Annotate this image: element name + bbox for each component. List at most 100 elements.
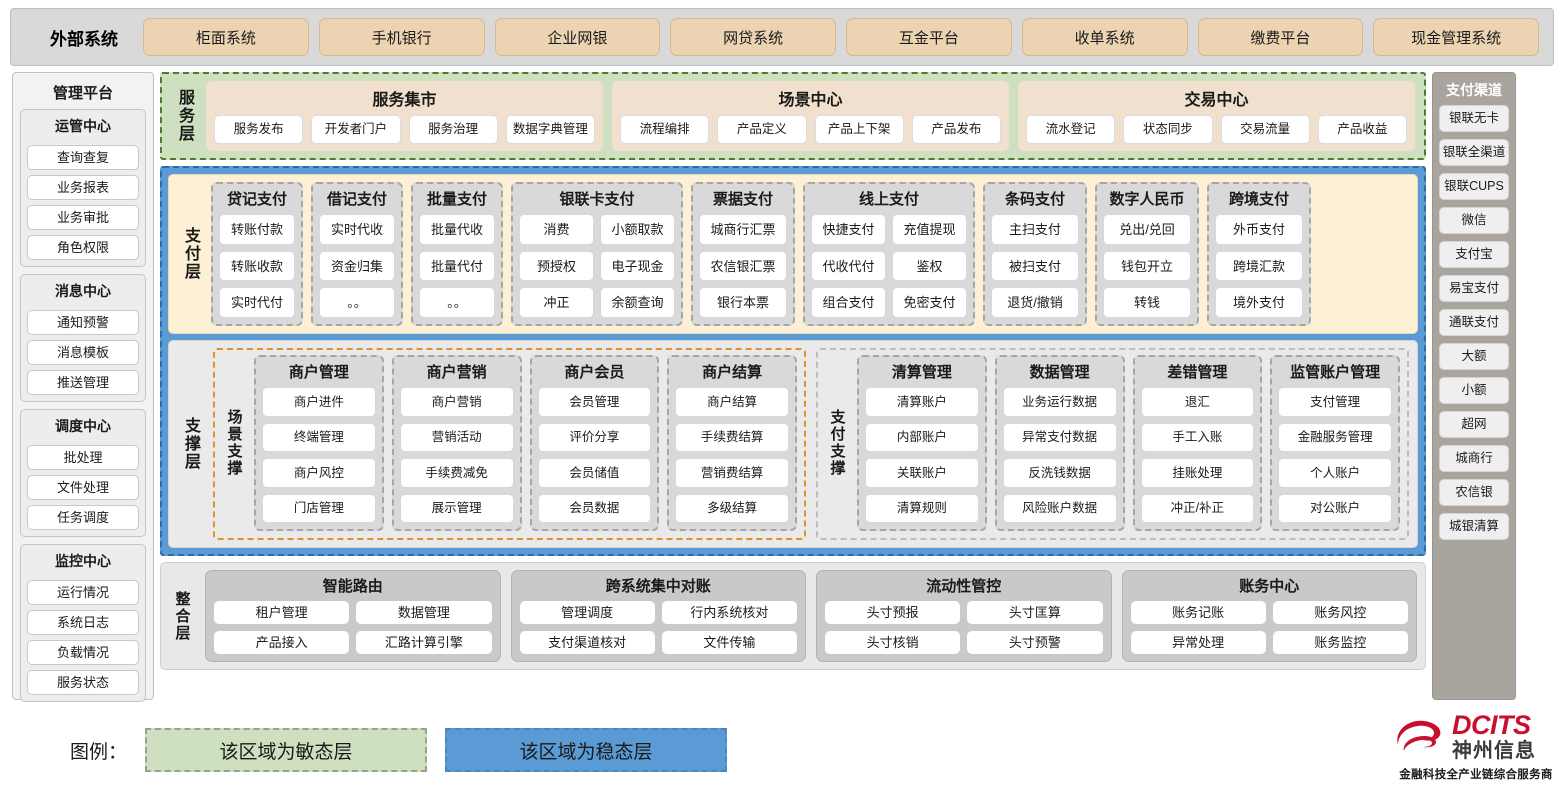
integration-item[interactable]: 数据管理 [356, 601, 492, 624]
service-item[interactable]: 产品上下架 [814, 115, 904, 144]
service-item[interactable]: 产品定义 [717, 115, 807, 144]
payment-item[interactable]: 退货/撤销 [991, 287, 1079, 319]
payment-channel-item[interactable]: 城银清算 [1439, 513, 1509, 540]
payment-item[interactable]: 跨境汇款 [1215, 250, 1303, 282]
external-system-chip[interactable]: 手机银行 [318, 18, 485, 56]
payment-channel-item[interactable]: 小额 [1439, 377, 1509, 404]
payment-item[interactable]: 外币支付 [1215, 214, 1303, 245]
payment-channel-item[interactable]: 银联全渠道 [1439, 139, 1509, 166]
payment-channel-item[interactable]: 支付宝 [1439, 241, 1509, 268]
management-item[interactable]: 角色权限 [27, 235, 139, 260]
payment-channel-item[interactable]: 微信 [1439, 207, 1509, 234]
payment-item[interactable]: 被扫支付 [991, 250, 1079, 282]
support-item[interactable]: 挂账处理 [1140, 458, 1255, 488]
service-item[interactable]: 产品发布 [911, 115, 1001, 144]
support-item[interactable]: 营销活动 [399, 422, 514, 452]
support-item[interactable]: 手续费结算 [675, 422, 789, 452]
payment-item[interactable]: 资金归集 [319, 250, 395, 282]
support-item[interactable]: 内部账户 [865, 422, 979, 452]
payment-item[interactable]: 预授权 [519, 250, 594, 282]
support-item[interactable]: 手工入账 [1140, 422, 1255, 452]
management-item[interactable]: 文件处理 [27, 475, 139, 500]
payment-item[interactable]: 银行本票 [699, 287, 787, 319]
support-item[interactable]: 商户进件 [262, 387, 376, 417]
integration-item[interactable]: 头寸匡算 [967, 601, 1103, 624]
payment-item[interactable]: 主扫支付 [991, 214, 1079, 245]
support-item[interactable]: 清算账户 [865, 387, 979, 417]
payment-channel-item[interactable]: 银联无卡 [1439, 105, 1509, 132]
payment-item[interactable]: 电子现金 [600, 250, 675, 282]
payment-item[interactable]: 免密支付 [892, 287, 967, 319]
payment-item[interactable]: 代收代付 [811, 250, 886, 282]
management-item[interactable]: 服务状态 [27, 670, 139, 695]
support-item[interactable]: 商户结算 [675, 387, 789, 417]
management-item[interactable]: 通知预警 [27, 310, 139, 335]
support-item[interactable]: 商户营销 [399, 387, 514, 417]
management-item[interactable]: 业务报表 [27, 175, 139, 200]
support-item[interactable]: 商户风控 [262, 458, 376, 488]
service-item[interactable]: 服务治理 [408, 115, 498, 144]
integration-item[interactable]: 头寸预报 [825, 601, 961, 624]
payment-item[interactable]: 鉴权 [892, 250, 967, 282]
integration-item[interactable]: 头寸核销 [825, 631, 961, 654]
payment-item[interactable]: 境外支付 [1215, 287, 1303, 319]
payment-channel-item[interactable]: 易宝支付 [1439, 275, 1509, 302]
management-item[interactable]: 系统日志 [27, 610, 139, 635]
payment-item[interactable]: 消费 [519, 214, 594, 245]
support-item[interactable]: 金融服务管理 [1278, 422, 1392, 452]
support-item[interactable]: 风险账户数据 [1002, 493, 1117, 523]
payment-item[interactable]: 余额查询 [600, 287, 675, 319]
payment-channel-item[interactable]: 城商行 [1439, 445, 1509, 472]
external-system-chip[interactable]: 缴费平台 [1197, 18, 1364, 56]
payment-item[interactable]: 。。 [319, 287, 395, 319]
payment-item[interactable]: 城商行汇票 [699, 214, 787, 245]
external-system-chip[interactable]: 收单系统 [1021, 18, 1188, 56]
payment-item[interactable]: 批量代付 [419, 250, 495, 282]
support-item[interactable]: 个人账户 [1278, 458, 1392, 488]
integration-item[interactable]: 文件传输 [661, 631, 797, 654]
integration-item[interactable]: 头寸预警 [967, 631, 1103, 654]
payment-item[interactable]: 批量代收 [419, 214, 495, 245]
management-item[interactable]: 业务审批 [27, 205, 139, 230]
payment-item[interactable]: 组合支付 [811, 287, 886, 319]
integration-item[interactable]: 异常处理 [1130, 631, 1266, 654]
support-item[interactable]: 清算规则 [865, 493, 979, 523]
support-item[interactable]: 冲正/补正 [1140, 493, 1255, 523]
support-item[interactable]: 会员储值 [537, 458, 652, 488]
support-item[interactable]: 会员数据 [537, 493, 652, 523]
support-item[interactable]: 反洗钱数据 [1002, 458, 1117, 488]
payment-item[interactable]: 兑出/兑回 [1103, 214, 1191, 245]
integration-item[interactable]: 产品接入 [214, 631, 350, 654]
management-item[interactable]: 推送管理 [27, 370, 139, 395]
service-item[interactable]: 服务发布 [214, 115, 304, 144]
management-item[interactable]: 消息模板 [27, 340, 139, 365]
payment-item[interactable]: 农信银汇票 [699, 250, 787, 282]
integration-item[interactable]: 管理调度 [519, 601, 655, 624]
management-item[interactable]: 负载情况 [27, 640, 139, 665]
support-item[interactable]: 会员管理 [537, 387, 652, 417]
management-item[interactable]: 查询查复 [27, 145, 139, 170]
payment-channel-item[interactable]: 银联CUPS [1439, 173, 1509, 200]
service-item[interactable]: 交易流量 [1220, 115, 1310, 144]
external-system-chip[interactable]: 企业网银 [494, 18, 661, 56]
service-item[interactable]: 开发者门户 [311, 115, 401, 144]
integration-item[interactable]: 账务风控 [1272, 601, 1408, 624]
support-item[interactable]: 退汇 [1140, 387, 1255, 417]
payment-item[interactable]: 冲正 [519, 287, 594, 319]
service-item[interactable]: 产品收益 [1317, 115, 1407, 144]
integration-item[interactable]: 汇路计算引擎 [356, 631, 492, 654]
integration-item[interactable]: 支付渠道核对 [519, 631, 655, 654]
support-item[interactable]: 异常支付数据 [1002, 422, 1117, 452]
support-item[interactable]: 手续费减免 [399, 458, 514, 488]
service-item[interactable]: 流水登记 [1026, 115, 1116, 144]
payment-item[interactable]: 转账收款 [219, 250, 295, 282]
payment-channel-item[interactable]: 超网 [1439, 411, 1509, 438]
support-item[interactable]: 业务运行数据 [1002, 387, 1117, 417]
support-item[interactable]: 多级结算 [675, 493, 789, 523]
service-item[interactable]: 状态同步 [1123, 115, 1213, 144]
management-item[interactable]: 批处理 [27, 445, 139, 470]
integration-item[interactable]: 租户管理 [214, 601, 350, 624]
payment-item[interactable]: 小额取款 [600, 214, 675, 245]
integration-item[interactable]: 账务记账 [1130, 601, 1266, 624]
service-item[interactable]: 数据字典管理 [505, 115, 595, 144]
